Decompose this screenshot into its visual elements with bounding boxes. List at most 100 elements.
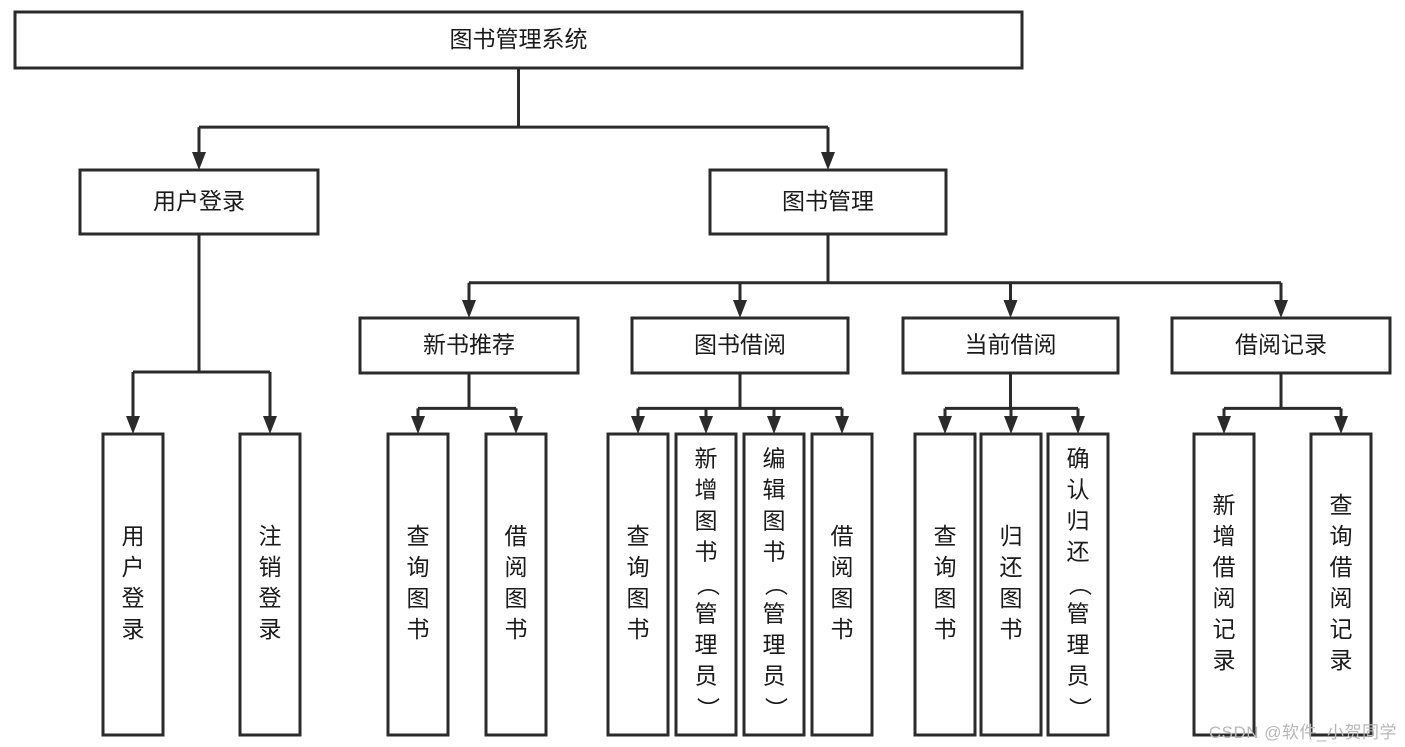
node-label-char: 书 bbox=[934, 616, 957, 642]
node-label-char: 询 bbox=[1330, 523, 1353, 549]
node-box bbox=[1192, 432, 1256, 737]
node-label-char: 辑 bbox=[763, 477, 786, 503]
arrowhead-icon bbox=[938, 416, 952, 434]
node-label-char: 记 bbox=[1330, 616, 1353, 642]
node-label: 图书借阅 bbox=[694, 332, 786, 358]
node-label-char: ） bbox=[1067, 697, 1093, 720]
node-label-char: 还 bbox=[1067, 539, 1090, 565]
node-label-char: 理 bbox=[695, 632, 718, 658]
node-box bbox=[101, 432, 165, 737]
node-box bbox=[13, 10, 1024, 70]
arrowhead-icon bbox=[1274, 300, 1288, 318]
arrowhead-icon bbox=[263, 416, 277, 434]
node-borrow-record[interactable]: 借阅记录 bbox=[1170, 316, 1392, 375]
arrowhead-icon bbox=[126, 416, 140, 434]
arrowhead-icon bbox=[1004, 416, 1018, 434]
arrowhead-icon bbox=[1003, 300, 1018, 318]
node-label-char: 新 bbox=[1213, 492, 1236, 518]
node-box bbox=[630, 316, 850, 375]
node-label-char: 确 bbox=[1067, 446, 1090, 472]
node-label-char: 书 bbox=[695, 539, 718, 565]
node-label-char: 图 bbox=[934, 585, 957, 611]
node-label-char: 借 bbox=[1330, 554, 1353, 580]
arrowhead-icon bbox=[733, 300, 747, 318]
node-box bbox=[979, 432, 1043, 737]
node-label-char: 图 bbox=[407, 585, 430, 611]
node-label-char: 员 bbox=[695, 663, 718, 689]
node-book-borrow[interactable]: 图书借阅 bbox=[630, 316, 850, 375]
node-label-char: 阅 bbox=[1213, 585, 1236, 611]
node-label-char: 书 bbox=[407, 616, 430, 642]
node-label: 图书管理系统 bbox=[450, 26, 588, 52]
node-leaf-user-login[interactable]: 用户登录 bbox=[101, 432, 165, 737]
node-label-char: 询 bbox=[407, 554, 430, 580]
node-label-char: 阅 bbox=[831, 554, 854, 580]
node-box bbox=[78, 168, 320, 236]
node-label-char: 管 bbox=[695, 601, 718, 627]
node-new-book-rec[interactable]: 新书推荐 bbox=[358, 316, 580, 375]
node-label-char: 书 bbox=[627, 616, 650, 642]
arrowhead-icon bbox=[462, 300, 476, 318]
node-label-char: 理 bbox=[763, 632, 786, 658]
node-label-char: 书 bbox=[831, 616, 854, 642]
node-label-char: 登 bbox=[259, 585, 282, 611]
node-box bbox=[913, 432, 977, 737]
node-label-char: 增 bbox=[1213, 523, 1236, 549]
node-label-char: 借 bbox=[1213, 554, 1236, 580]
node-label-char: 查 bbox=[1330, 492, 1353, 518]
node-label-char: 还 bbox=[1000, 554, 1023, 580]
node-label-char: 询 bbox=[934, 554, 957, 580]
node-label-char: 图 bbox=[831, 585, 854, 611]
node-box bbox=[1046, 432, 1110, 737]
arrowhead-icon bbox=[192, 152, 206, 170]
edge-layer bbox=[126, 68, 1348, 434]
node-box bbox=[742, 432, 806, 737]
node-layer: 图书管理系统用户登录图书管理新书推荐图书借阅当前借阅借阅记录用户登录注销登录查询… bbox=[13, 10, 1392, 737]
arrowhead-icon bbox=[699, 416, 713, 434]
node-label-char: 理 bbox=[1067, 632, 1090, 658]
node-label: 用户登录 bbox=[153, 188, 245, 214]
node-box bbox=[1170, 316, 1392, 375]
node-root[interactable]: 图书管理系统 bbox=[13, 10, 1024, 70]
node-book-manage[interactable]: 图书管理 bbox=[708, 168, 948, 236]
node-label-char: 录 bbox=[1330, 647, 1353, 673]
node-label-char: 借 bbox=[831, 523, 854, 549]
node-label-char: （ bbox=[763, 573, 789, 596]
node-box bbox=[1309, 432, 1373, 737]
node-label-char: 图 bbox=[627, 585, 650, 611]
node-label-char: 书 bbox=[505, 616, 528, 642]
node-label-char: 登 bbox=[122, 585, 145, 611]
node-label-char: 用 bbox=[122, 523, 145, 549]
node-current-borrow[interactable]: 当前借阅 bbox=[901, 316, 1120, 375]
node-label-char: 户 bbox=[122, 554, 145, 580]
node-label-char: 图 bbox=[695, 508, 718, 534]
node-label-char: 编 bbox=[763, 446, 786, 472]
node-label: 新书推荐 bbox=[423, 332, 515, 358]
node-label-char: 记 bbox=[1213, 616, 1236, 642]
node-box bbox=[810, 432, 874, 737]
node-label-char: 书 bbox=[1000, 616, 1023, 642]
node-label-char: 借 bbox=[505, 523, 528, 549]
node-label-char: （ bbox=[695, 573, 721, 596]
node-label-char: 查 bbox=[627, 523, 650, 549]
node-label-char: 销 bbox=[259, 554, 282, 580]
node-box bbox=[484, 432, 548, 737]
node-label: 当前借阅 bbox=[965, 332, 1057, 358]
node-label-char: 查 bbox=[407, 523, 430, 549]
node-user-login[interactable]: 用户登录 bbox=[78, 168, 320, 236]
node-label-char: 录 bbox=[122, 616, 145, 642]
